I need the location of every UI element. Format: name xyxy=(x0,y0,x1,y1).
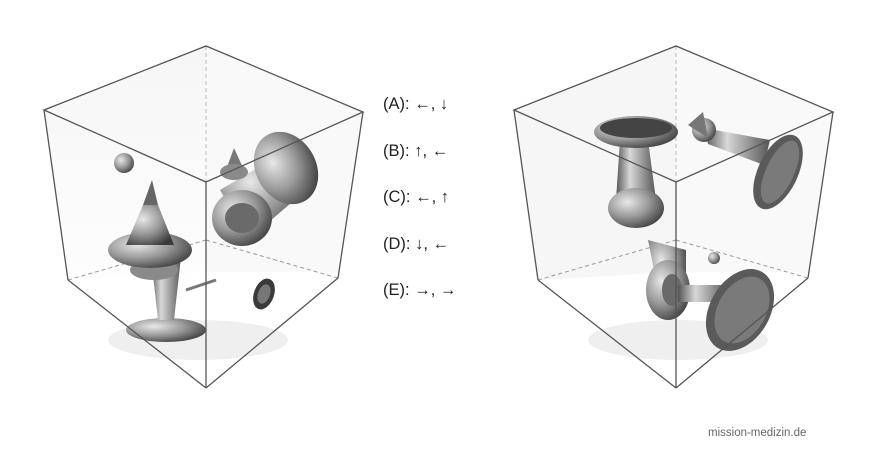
disc-handle-object xyxy=(688,112,803,210)
option-c[interactable]: (C): ←, ↑ xyxy=(383,184,493,231)
option-answer: →, → xyxy=(414,281,457,299)
small-disc-center xyxy=(257,284,271,304)
option-answer: ←, ↓ xyxy=(414,95,449,113)
cube-edge xyxy=(43,109,69,281)
pawn-object xyxy=(594,116,678,228)
cube-edge xyxy=(513,109,539,281)
cube-edge xyxy=(337,111,364,279)
right-cube xyxy=(508,40,843,400)
option-b[interactable]: (B): ↑, ← xyxy=(383,138,493,185)
cube-edge xyxy=(675,277,809,389)
cube-edge xyxy=(205,277,339,389)
cube-edge xyxy=(807,111,834,279)
option-letter: (D): xyxy=(383,234,411,253)
left-cube xyxy=(38,40,373,400)
option-answer: ←, ↑ xyxy=(415,188,450,206)
hidden-edge xyxy=(675,239,809,279)
option-d[interactable]: (D): ↓, ← xyxy=(383,231,493,278)
option-letter: (B): xyxy=(383,141,410,160)
option-letter: (C): xyxy=(383,188,411,206)
option-answer: ↑, ← xyxy=(414,141,449,160)
option-e[interactable]: (E): →, → xyxy=(383,277,493,324)
option-letter: (E): xyxy=(383,281,410,299)
cube-edge xyxy=(537,279,677,389)
cube-edge xyxy=(67,279,207,389)
credit-text: mission-medizin.de xyxy=(708,427,807,439)
option-a[interactable]: (A): ←, ↓ xyxy=(383,91,493,138)
pipe-object xyxy=(212,131,319,246)
small-sphere xyxy=(114,153,134,173)
pawn-object xyxy=(108,180,217,342)
option-answer: ↓, ← xyxy=(415,234,450,253)
option-letter: (A): xyxy=(383,95,410,113)
answer-options: (A): ←, ↓ (B): ↑, ← (C): ←, ↑ (D): ↓, ← … xyxy=(383,91,493,324)
hidden-edge xyxy=(205,239,339,279)
